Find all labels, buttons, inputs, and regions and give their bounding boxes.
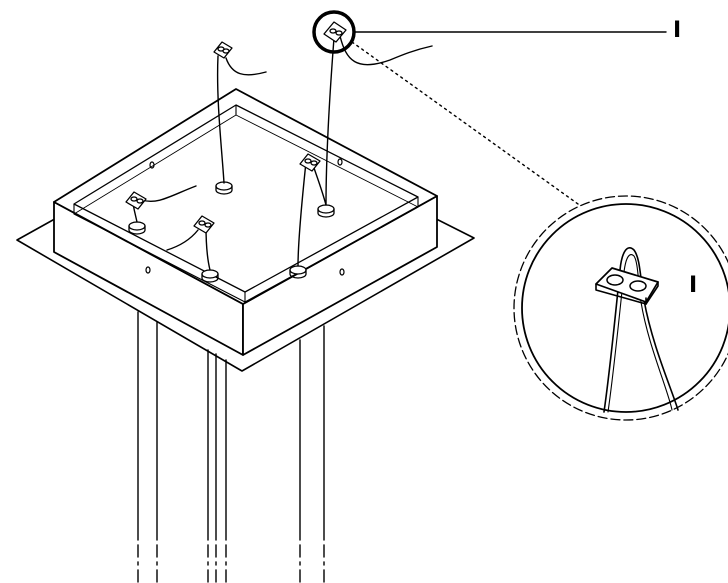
anchor-5 <box>317 204 335 218</box>
anchor-3 <box>201 269 219 283</box>
mounting-box <box>53 88 438 356</box>
callout-label-top: I <box>673 18 682 43</box>
callout-label-detail: I <box>689 273 698 298</box>
gripper-top-left <box>213 41 233 59</box>
cable-grippers <box>125 21 347 234</box>
detail-link-dotted <box>351 41 579 205</box>
gripper-right <box>299 153 321 172</box>
gripper-left <box>125 191 147 210</box>
gripper-top-right <box>323 21 347 43</box>
gripper-detail-magnifier <box>513 195 728 421</box>
gripper-middle <box>193 215 215 234</box>
vertical-support-lines <box>137 311 325 583</box>
